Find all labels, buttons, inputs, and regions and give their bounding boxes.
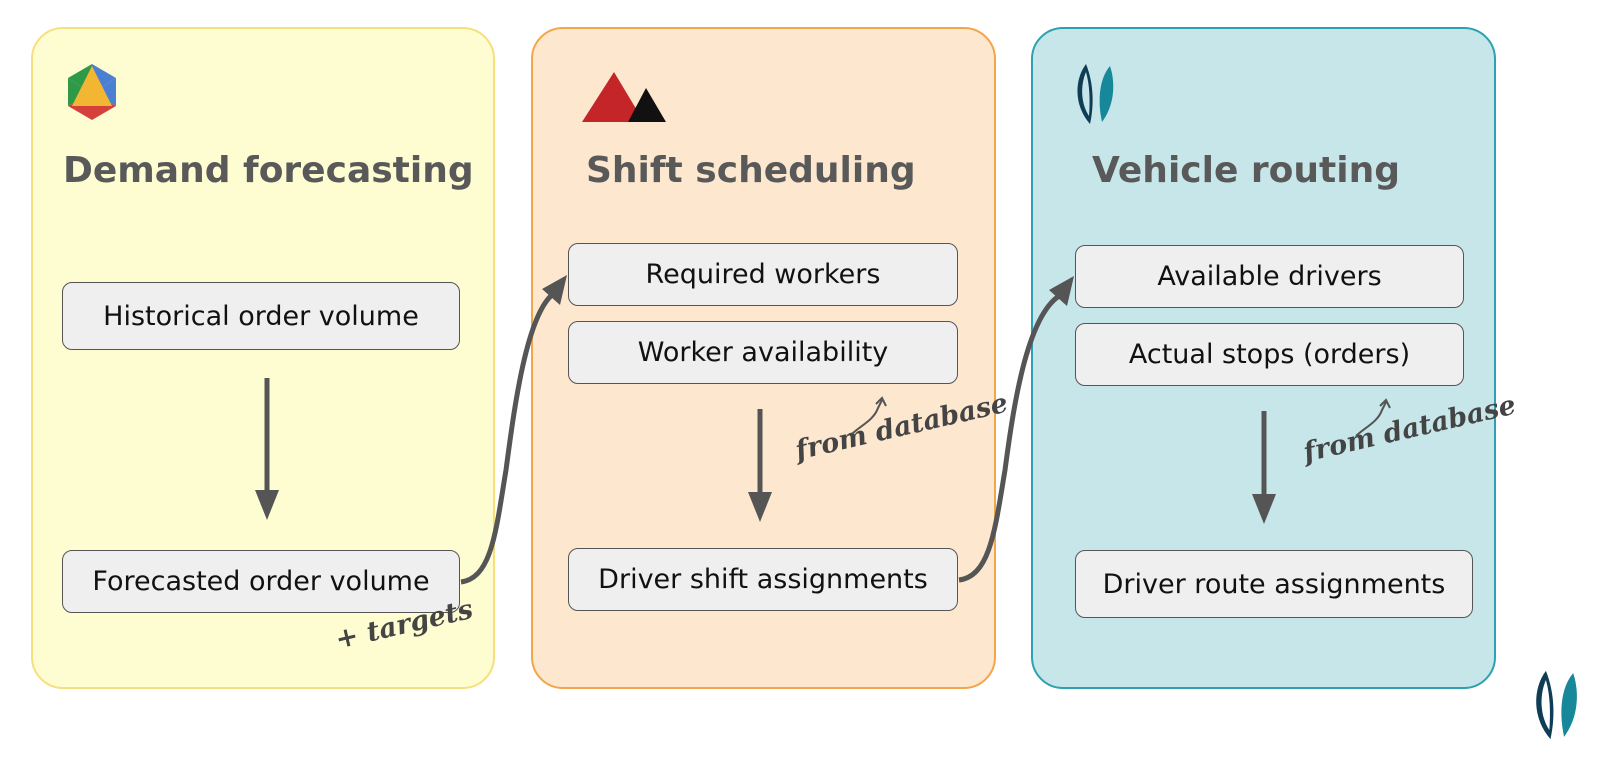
- node-historical-order-volume: Historical order volume: [62, 282, 460, 350]
- panel-title-demand: Demand forecasting: [63, 150, 474, 191]
- panel-title-route: Vehicle routing: [1092, 150, 1400, 191]
- node-driver-shift-assignments: Driver shift assignments: [568, 548, 958, 611]
- node-forecasted-order-volume: Forecasted order volume: [62, 550, 460, 613]
- corner-leaf-logo-icon: [1536, 670, 1577, 740]
- hexagon-pyramid-logo-icon: [68, 64, 116, 120]
- node-actual-stops: Actual stops (orders): [1075, 323, 1464, 386]
- node-worker-availability: Worker availability: [568, 321, 958, 384]
- panel-title-shift: Shift scheduling: [586, 150, 916, 191]
- arrow-historical-to-forecasted: [255, 378, 279, 520]
- squiggle-arrow-route: [1355, 398, 1391, 437]
- leaf-logo-icon: [1077, 64, 1114, 124]
- arrow-forecast-to-required-workers: [460, 275, 567, 585]
- arrow-availability-to-shift-assignments: [748, 409, 772, 522]
- node-available-drivers: Available drivers: [1075, 245, 1464, 308]
- node-required-workers: Required workers: [568, 243, 958, 306]
- arrow-shift-to-available-drivers: [958, 276, 1074, 583]
- node-driver-route-assignments: Driver route assignments: [1075, 550, 1473, 618]
- arrow-stops-to-route-assignments: [1252, 411, 1276, 524]
- squiggle-arrow-shift: [851, 396, 887, 435]
- red-black-triangles-logo-icon: [582, 72, 666, 122]
